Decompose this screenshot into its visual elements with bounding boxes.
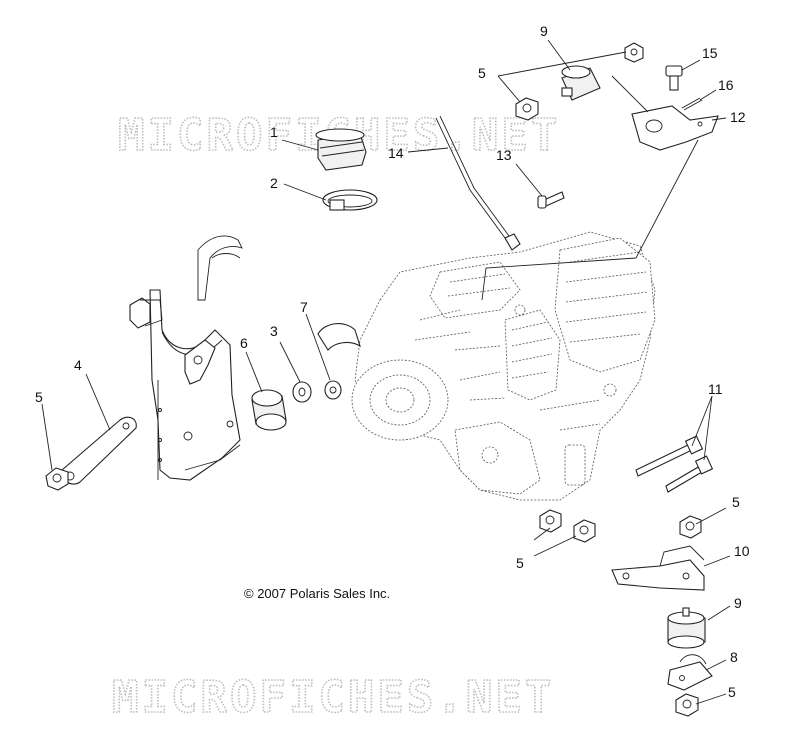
- callout-5-top: 5: [478, 65, 486, 81]
- callout-16: 16: [718, 77, 734, 93]
- callout-3: 3: [270, 323, 278, 339]
- part-4-strap: [61, 416, 137, 485]
- part-11-bolt-1: [635, 435, 704, 477]
- callout-labels: 1 2 3 4 5 5 5 5 5 6 7 8 9 9 10 11 12 13 …: [35, 23, 750, 700]
- callout-12: 12: [730, 109, 746, 125]
- part-5-nut-right-2: [675, 693, 699, 717]
- callout-11: 11: [708, 381, 723, 397]
- callout-7: 7: [300, 299, 308, 315]
- part-5-nut-bottom-1: [539, 509, 562, 533]
- callout-9-top: 9: [540, 23, 548, 39]
- callout-5-right-upper: 5: [732, 494, 740, 510]
- callout-5-right-lower: 5: [728, 684, 736, 700]
- part-6-mount: [251, 389, 287, 431]
- part-3-washer: [292, 381, 312, 403]
- part-9-mount-top: [561, 65, 601, 101]
- callout-5-left: 5: [35, 389, 43, 405]
- callout-9-bottom: 9: [734, 595, 742, 611]
- part-16-pin: [681, 97, 703, 111]
- part-12-engine-bracket: [631, 105, 719, 151]
- frame-section: [129, 235, 243, 481]
- part-13-bolt: [537, 191, 565, 209]
- part-1-boot: [315, 128, 367, 171]
- part-10-bracket: [611, 545, 705, 591]
- part-11-bolt-2: [665, 455, 714, 493]
- callout-4: 4: [74, 357, 82, 373]
- part-15-bolt: [665, 65, 683, 91]
- engine-assembly: [317, 231, 656, 501]
- part-5-nut-top-1: [515, 97, 539, 121]
- callout-13: 13: [496, 147, 512, 163]
- copyright-notice: © 2007 Polaris Sales Inc.: [244, 586, 390, 601]
- part-9-mount-bottom: [667, 607, 706, 649]
- part-2-clamp: [322, 189, 378, 211]
- callout-2: 2: [270, 175, 278, 191]
- leader-lines: [41, 39, 731, 705]
- callout-8: 8: [730, 649, 738, 665]
- callout-6: 6: [240, 335, 248, 351]
- part-5-nut-left: [45, 467, 69, 491]
- callout-5-bottom: 5: [516, 555, 524, 571]
- callout-10: 10: [734, 543, 750, 559]
- part-14-tube: [435, 115, 521, 251]
- watermark-bottom: MICROFICHES.NET: [112, 672, 554, 723]
- callout-1: 1: [270, 124, 278, 140]
- part-5-nut-top-2: [624, 42, 644, 63]
- callout-15: 15: [702, 45, 718, 61]
- part-5-nut-right-1: [679, 515, 702, 539]
- part-7-washer: [324, 380, 342, 400]
- callout-14: 14: [388, 145, 404, 161]
- part-5-nut-bottom-2: [573, 519, 596, 543]
- part-8-lower-bracket: [667, 654, 713, 691]
